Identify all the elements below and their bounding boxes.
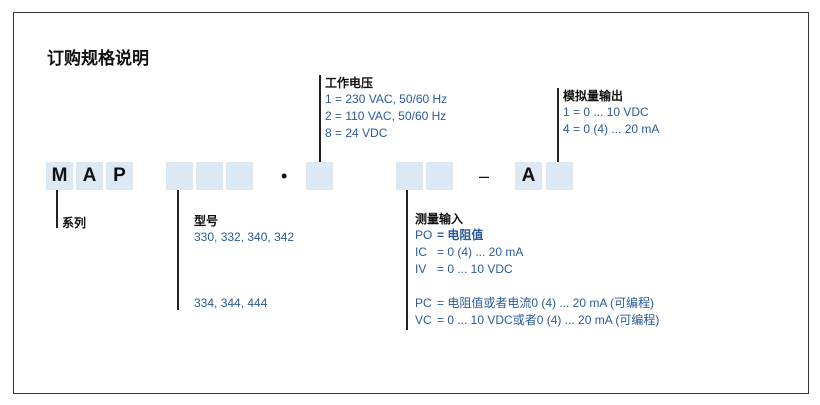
code-box-input-1 bbox=[396, 162, 423, 190]
series-heading: 系列 bbox=[62, 216, 87, 230]
diagram-frame bbox=[13, 12, 809, 394]
measurement-input-block: 测量输入 PO = 电阻值 IC = 0 (4) ... 20 mA IV = 0 .… bbox=[415, 210, 659, 329]
input-option: IV = 0 ... 10 VDC bbox=[415, 261, 659, 278]
input-option: IC = 0 (4) ... 20 mA bbox=[415, 244, 659, 261]
model-heading: 型号 bbox=[194, 214, 219, 228]
code-box-1: M bbox=[46, 162, 73, 190]
code-box-3: P bbox=[106, 162, 133, 190]
code-box-model-3 bbox=[226, 162, 253, 190]
model-list-2: 334, 344, 444 bbox=[194, 296, 268, 310]
dot-separator: • bbox=[281, 166, 288, 186]
voltage-heading: 工作电压 bbox=[325, 76, 374, 90]
input-heading: 测量输入 bbox=[415, 212, 464, 226]
voltage-option: 1 = 230 VAC, 50/60 Hz bbox=[325, 92, 448, 106]
input-code: VC bbox=[415, 313, 432, 327]
input-code: PC bbox=[415, 296, 432, 310]
code-box-a: A bbox=[515, 162, 542, 190]
analog-heading: 模拟量输出 bbox=[563, 89, 624, 103]
model-leader-line bbox=[177, 190, 179, 310]
input-leader-line bbox=[406, 190, 408, 330]
voltage-leader-line bbox=[319, 75, 321, 162]
analog-option: 4 = 0 (4) ... 20 mA bbox=[563, 122, 660, 136]
code-box-model-2 bbox=[196, 162, 223, 190]
input-option: VC = 0 ... 10 VDC或者0 (4) ... 20 mA (可编程) bbox=[415, 312, 659, 329]
analog-output-block: 模拟量输出 1 = 0 ... 10 VDC 4 = 0 (4) ... 20 … bbox=[563, 87, 659, 138]
model-list-1: 330, 332, 340, 342 bbox=[194, 230, 295, 244]
input-value: = 电阻值 bbox=[437, 228, 484, 242]
code-box-2: A bbox=[76, 162, 103, 190]
voltage-option: 8 = 24 VDC bbox=[325, 126, 388, 140]
input-value: = 0 ... 10 VDC bbox=[437, 262, 513, 276]
dash-separator: – bbox=[479, 166, 490, 186]
code-box-input-2 bbox=[426, 162, 453, 190]
code-box-voltage bbox=[306, 162, 333, 190]
input-option: PC = 电阻值或者电流0 (4) ... 20 mA (可编程) bbox=[415, 295, 659, 312]
analog-leader-line bbox=[557, 88, 559, 162]
input-value: = 电阻值或者电流0 (4) ... 20 mA (可编程) bbox=[437, 296, 655, 310]
input-option: PO = 电阻值 bbox=[415, 227, 659, 244]
page-title: 订购规格说明 bbox=[47, 49, 149, 68]
voltage-block: 工作电压 1 = 230 VAC, 50/60 Hz 2 = 110 VAC, … bbox=[325, 74, 447, 142]
voltage-option: 2 = 110 VAC, 50/60 Hz bbox=[325, 109, 447, 123]
input-code: IV bbox=[415, 262, 427, 276]
input-code: IC bbox=[415, 245, 427, 259]
code-box-analog bbox=[546, 162, 573, 190]
input-code: PO bbox=[415, 228, 433, 242]
series-leader-line bbox=[56, 190, 58, 228]
analog-option: 1 = 0 ... 10 VDC bbox=[563, 105, 649, 119]
input-value: = 0 ... 10 VDC或者0 (4) ... 20 mA (可编程) bbox=[437, 313, 660, 327]
code-box-model-1 bbox=[166, 162, 193, 190]
input-value: = 0 (4) ... 20 mA bbox=[437, 245, 524, 259]
